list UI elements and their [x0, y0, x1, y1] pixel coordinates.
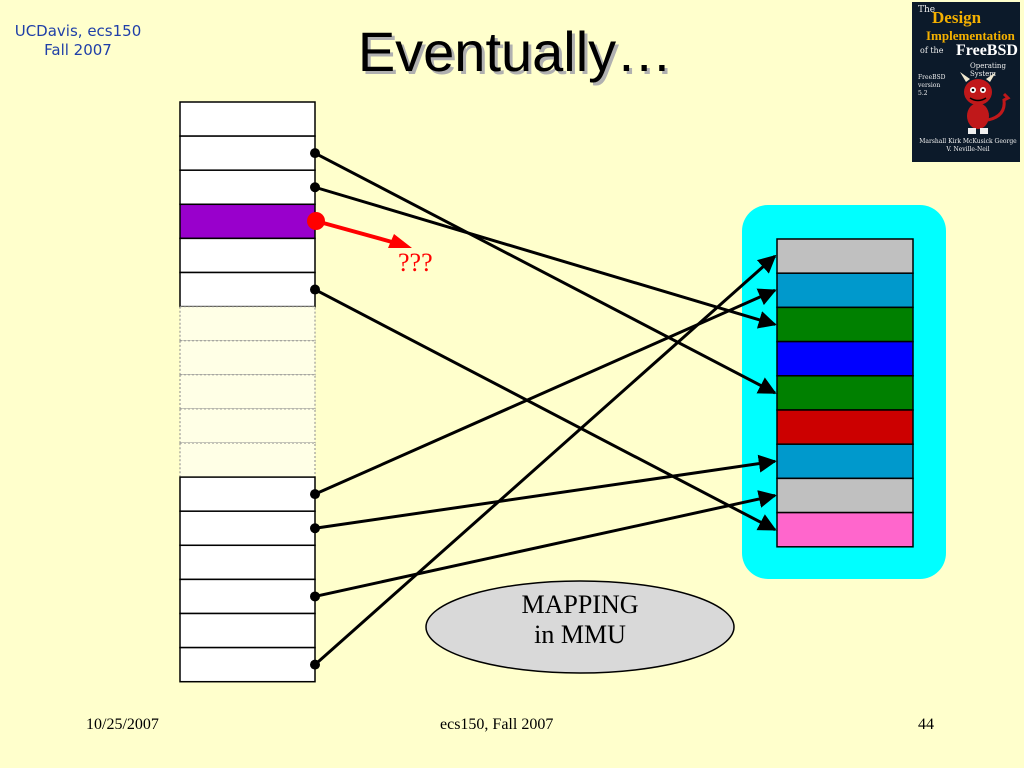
course-corner-label: UCDavis, ecs150 Fall 2007	[8, 22, 148, 60]
virtual-page-15	[179, 612, 316, 649]
physical-frame-2	[776, 306, 914, 343]
mapping-dot-1	[310, 182, 320, 193]
virtual-page-7	[179, 340, 316, 376]
mapping-dot-5	[310, 591, 320, 602]
bsd-daemon-icon	[960, 72, 1011, 134]
virtual-page-14	[179, 578, 316, 615]
book-cover-image: The Design Implementation of the FreeBSD…	[912, 2, 1020, 162]
virtual-page-12	[179, 510, 316, 547]
book-title-freebsd: FreeBSD	[956, 42, 1018, 59]
mapping-dot-4	[310, 523, 320, 534]
virtual-page-11	[179, 476, 316, 512]
physical-frame-1	[776, 272, 914, 309]
mapping-arrow-2	[314, 288, 777, 532]
unknown-target-label: ???	[398, 248, 433, 277]
page-fault-arrow	[307, 212, 412, 248]
virtual-page-16	[179, 646, 316, 683]
mapping-dot-3	[310, 489, 320, 500]
corner-line-1: UCDavis, ecs150	[14, 22, 142, 40]
physical-frame-4	[776, 375, 914, 411]
book-title-implementation: Implementation	[926, 28, 1015, 43]
mapping-arrow-3	[314, 288, 777, 496]
book-authors: Marshall Kirk McKusick George V. Neville…	[919, 138, 1017, 153]
mapping-oval	[425, 580, 735, 674]
virtual-page-10	[179, 442, 316, 478]
physical-memory-frames	[776, 238, 914, 548]
virtual-page-3	[179, 203, 316, 240]
book-title-design: Design	[932, 8, 982, 27]
virtual-page-1	[179, 135, 316, 171]
virtual-page-2	[179, 169, 316, 206]
mapping-dot-6	[310, 659, 320, 670]
virtual-page-9	[179, 408, 316, 444]
mapping-arrow-4	[314, 454, 777, 530]
virtual-page-4	[179, 237, 316, 274]
footer-course: ecs150, Fall 2007	[440, 716, 554, 733]
slide-title: Eventually…	[357, 20, 673, 83]
mapping-label-line-2: in MMU	[534, 620, 626, 649]
virtual-page-0	[179, 101, 316, 137]
mapping-dot-2	[310, 284, 320, 295]
physical-frame-3	[776, 340, 914, 377]
mapping-dot-0	[310, 148, 320, 159]
virtual-page-13	[179, 544, 316, 581]
virtual-page-8	[179, 374, 316, 410]
corner-line-2: Fall 2007	[44, 41, 112, 59]
page-mappings	[310, 148, 777, 670]
mapping-arrow-1	[314, 185, 777, 329]
footer-page-number: 44	[918, 716, 934, 733]
virtual-page-6	[179, 306, 316, 342]
mapping-label: MAPPING in MMU	[430, 590, 730, 650]
book-title-the: The	[918, 5, 936, 15]
book-title-of-the: of the	[920, 46, 944, 55]
physical-frame-7	[776, 477, 914, 514]
mapping-arrow-6	[314, 254, 777, 666]
footer-date: 10/25/2007	[86, 716, 159, 733]
book-version-badge: FreeBSD version 5.2	[918, 74, 946, 97]
mapping-arrow-0	[314, 151, 777, 395]
mapping-arrow-5	[314, 490, 777, 598]
physical-frame-5	[776, 409, 914, 445]
physical-frame-6	[776, 443, 914, 480]
page-fault-dot	[307, 212, 325, 230]
book-title-os: Operating System	[970, 62, 1006, 78]
virtual-page-5	[179, 271, 316, 308]
physical-frame-8	[776, 511, 914, 548]
physical-frame-0	[776, 238, 914, 274]
virtual-address-space	[179, 101, 316, 683]
mapping-label-line-1: MAPPING	[521, 590, 639, 619]
